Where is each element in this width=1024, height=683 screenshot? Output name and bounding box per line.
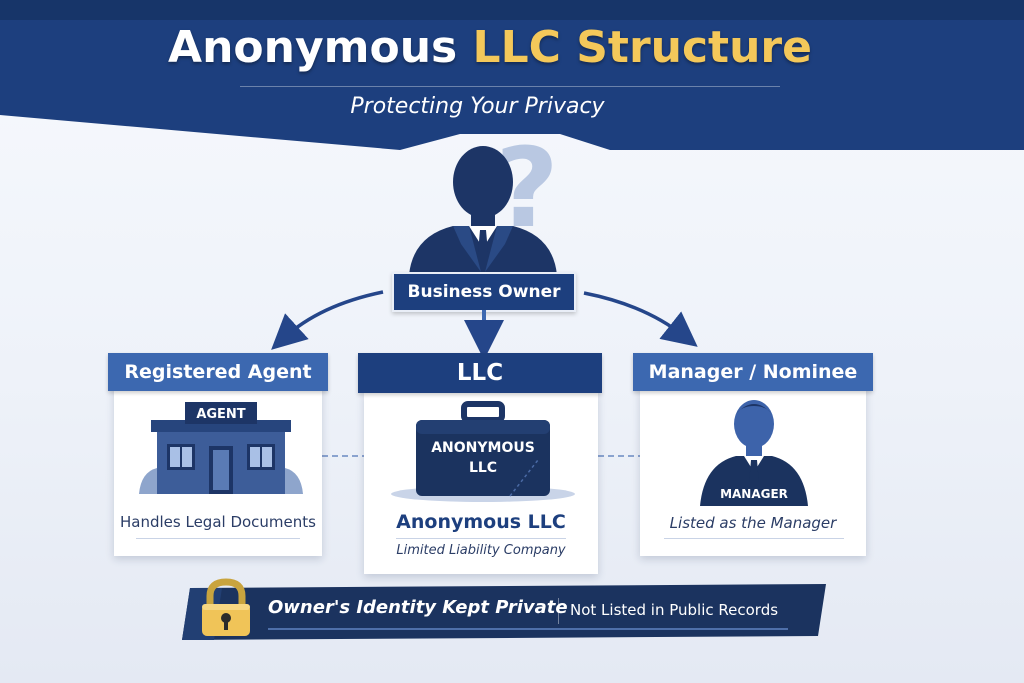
manager-badge-text: MANAGER <box>720 487 788 501</box>
llc-rule <box>396 538 566 539</box>
manager-person-icon: MANAGER <box>700 400 808 506</box>
agent-sign-text: AGENT <box>196 407 245 422</box>
header-banner: Anonymous LLC Structure Protecting Your … <box>0 0 1024 150</box>
llc-name: Anonymous LLC <box>396 511 566 533</box>
title-accent: LLC Structure <box>472 22 812 73</box>
title-main: Anonymous <box>168 22 458 73</box>
privacy-main-text: Owner's Identity Kept Private <box>268 597 568 618</box>
manager-title: Manager / Nominee <box>633 353 873 391</box>
business-owner-label: Business Owner <box>392 272 576 312</box>
registered-agent-title: Registered Agent <box>108 353 328 391</box>
title-divider <box>240 86 780 87</box>
llc-caption: Limited Liability Company <box>396 543 566 558</box>
llc-title: LLC <box>358 353 602 393</box>
briefcase-icon: ANONYMOUS LLC <box>391 401 575 502</box>
office-building-icon: AGENT <box>139 402 303 494</box>
briefcase-text-line2: LLC <box>469 460 497 476</box>
arrow-to-manager <box>583 291 698 347</box>
registered-agent-rule <box>136 538 300 539</box>
page-subtitle: Protecting Your Privacy <box>350 94 605 119</box>
briefcase-text-line1: ANONYMOUS <box>431 440 535 456</box>
arrow-to-registered-agent <box>271 290 384 350</box>
page-title: Anonymous LLC Structure <box>0 22 980 73</box>
privacy-divider <box>558 598 559 624</box>
manager-caption: Listed as the Manager <box>669 514 837 532</box>
person-silhouette-icon <box>409 146 557 275</box>
registered-agent-caption: Handles Legal Documents <box>120 513 316 531</box>
manager-rule <box>664 538 844 539</box>
privacy-sub-text: Not Listed in Public Records <box>570 601 779 619</box>
owner-figure: ? <box>409 140 559 275</box>
header-background <box>0 0 1024 150</box>
padlock-icon <box>202 578 250 636</box>
privacy-underline <box>268 628 788 630</box>
